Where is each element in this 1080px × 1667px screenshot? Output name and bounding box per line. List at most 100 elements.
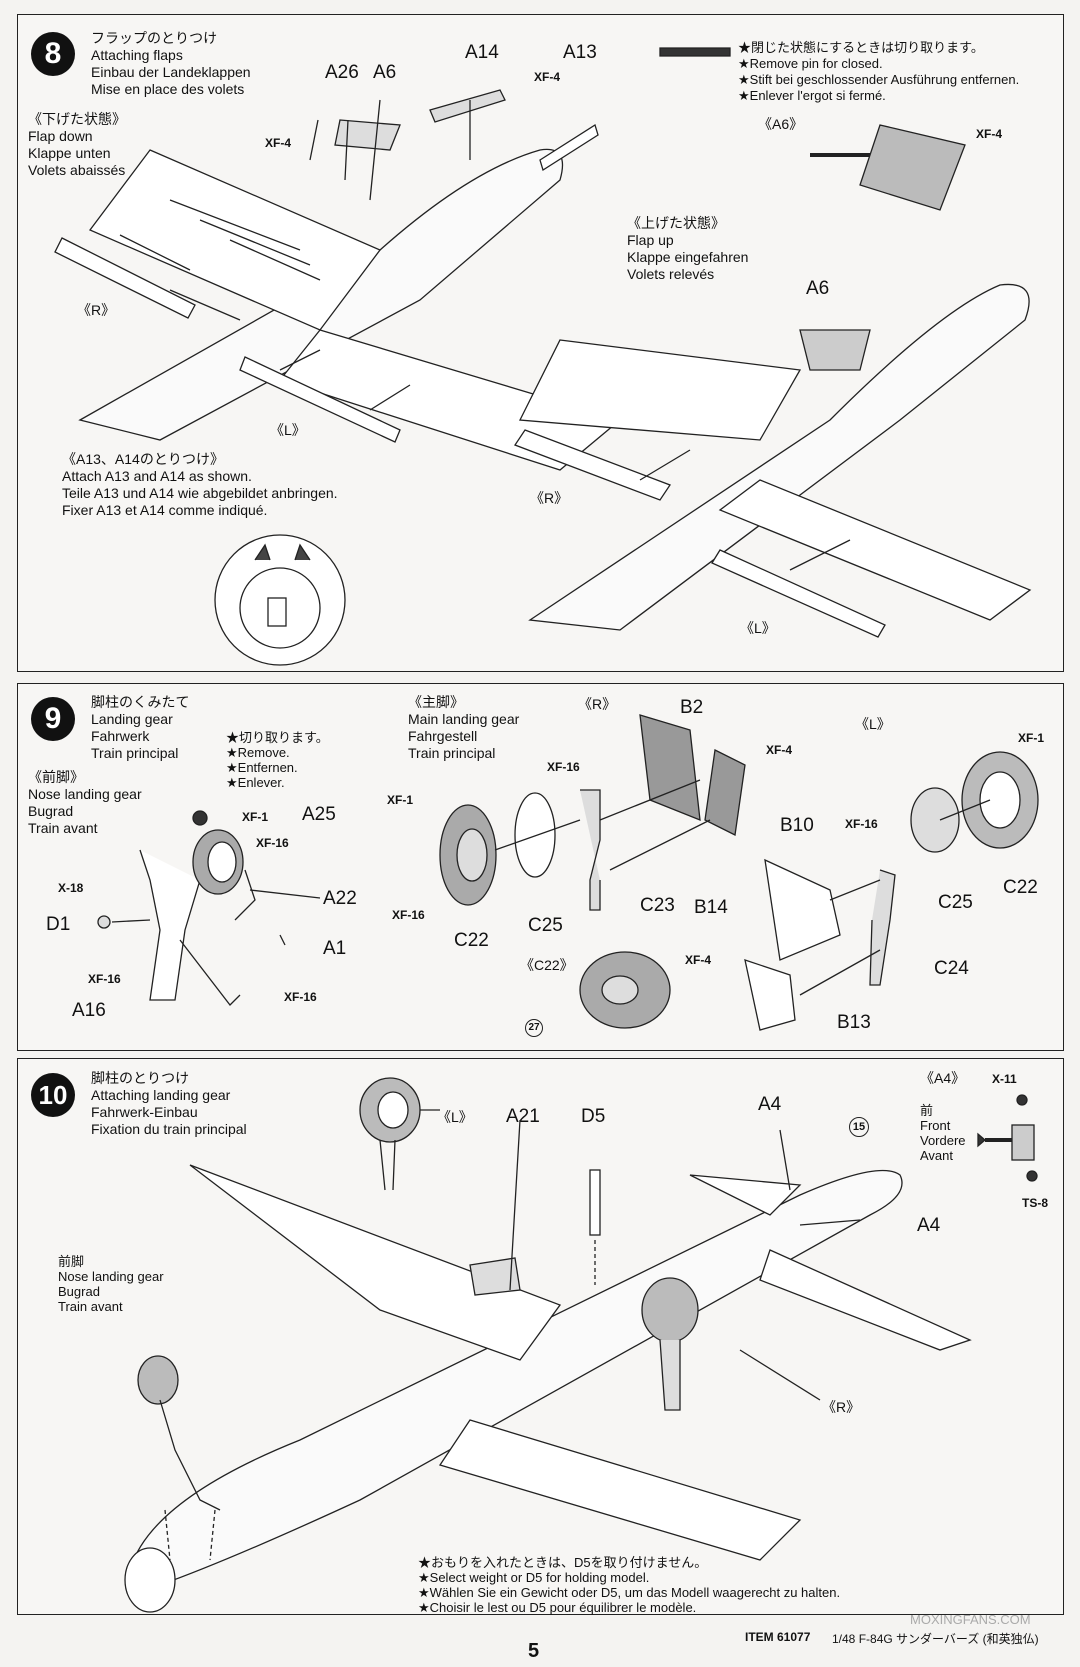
side-l-up: 《L》: [740, 620, 776, 636]
flap-up-de: Klappe eingefahren: [627, 249, 749, 265]
weight-note-en: ★Select weight or D5 for holding model.: [418, 1570, 650, 1585]
paint-xf16-f: XF-16: [845, 817, 878, 831]
weight-note-de: ★Wählen Sie ein Gewicht oder D5, um das …: [418, 1585, 841, 1600]
step9-side-r: 《R》: [578, 696, 617, 712]
paint-xf4-b: XF-4: [534, 70, 561, 84]
step9-side-l: 《L》: [855, 716, 891, 732]
flap-up-en: Flap up: [627, 232, 674, 248]
a6-detail-label: 《A6》: [758, 116, 804, 132]
flap-down-de: Klappe unten: [28, 145, 111, 161]
a13-note-en: Attach A13 and A14 as shown.: [62, 468, 252, 484]
paint-x18: X-18: [58, 881, 84, 895]
cut-note-de: ★Entfernen.: [226, 760, 298, 775]
step-8-title-fr: Mise en place des volets: [91, 81, 245, 97]
step-8-title-ja: フラップのとりつけ: [91, 30, 218, 46]
nose-gear-ja: 《前脚》: [28, 769, 84, 785]
step-9-number: 9: [31, 697, 75, 741]
a4-detail-title: 《A4》: [920, 1070, 966, 1086]
paint-xf4-e: XF-4: [685, 953, 712, 967]
paint-xf4-c: XF-4: [976, 127, 1003, 141]
step10-nose-ja: 前脚: [58, 1254, 85, 1269]
paint-xf4-d: XF-4: [766, 743, 793, 757]
part-c25b-label: C25: [938, 892, 973, 913]
part-a4b-label: A4: [917, 1215, 941, 1236]
part-b13-label: B13: [837, 1012, 871, 1033]
part-a1-label: A1: [323, 938, 347, 959]
watermark-text: MOXINGFANS.COM: [910, 1612, 1031, 1627]
paint-xf4-a: XF-4: [265, 136, 292, 150]
nose-gear-en: Nose landing gear: [28, 786, 142, 802]
cut-note-en: ★Remove.: [226, 745, 290, 760]
part-b2-label: B2: [680, 697, 704, 718]
flap-up-ja: 《上げた状態》: [627, 215, 725, 231]
main-gear-en: Main landing gear: [408, 711, 520, 727]
cut-note-ja: ★切り取ります。: [226, 730, 329, 745]
part-a26-label: A26: [325, 62, 359, 83]
step10-nose-de: Bugrad: [58, 1284, 100, 1299]
part-d5-label: D5: [581, 1106, 606, 1127]
cut-note-fr: ★Enlever.: [226, 775, 285, 790]
circled-27: 27: [525, 1019, 543, 1037]
part-b14-label: B14: [694, 897, 728, 918]
part-c25-label: C25: [528, 915, 563, 936]
step10-side-l: 《L》: [437, 1109, 473, 1125]
step-9-title-fr: Train principal: [91, 745, 179, 761]
part-c22b-label: C22: [1003, 877, 1038, 898]
part-a25-label: A25: [302, 804, 336, 825]
side-l-down: 《L》: [270, 422, 306, 438]
part-a6-up-label: A6: [806, 278, 830, 299]
a13-note-fr: Fixer A13 et A14 comme indiqué.: [62, 502, 268, 518]
step-8-title-de: Einbau der Landeklappen: [91, 64, 251, 80]
step10-side-r: 《R》: [822, 1399, 861, 1415]
circled-15: 15: [849, 1117, 869, 1137]
paint-x11: X-11: [992, 1072, 1017, 1086]
flap-up-fr: Volets relevés: [627, 266, 715, 282]
front-fr: Avant: [920, 1148, 954, 1163]
step-10-title-en: Attaching landing gear: [91, 1087, 231, 1103]
paint-ts8: TS-8: [1022, 1196, 1049, 1210]
part-c24-label: C24: [934, 958, 969, 979]
weight-note-ja: ★おもりを入れたときは、D5を取り付けません。: [418, 1555, 708, 1570]
step-10-title-de: Fahrwerk-Einbau: [91, 1104, 198, 1120]
flap-down-fr: Volets abaissés: [28, 162, 126, 178]
page-number: 5: [528, 1640, 540, 1662]
paint-xf1-a: XF-1: [242, 810, 269, 824]
step-9-title-en: Landing gear: [91, 711, 173, 727]
step-9-title-de: Fahrwerk: [91, 728, 150, 744]
part-a22-label: A22: [323, 888, 357, 909]
front-ja: 前: [920, 1103, 934, 1118]
part-a21-label: A21: [506, 1106, 540, 1127]
step9-c22-detail: 《C22》: [520, 957, 574, 973]
flap-down-ja: 《下げた状態》: [28, 111, 126, 127]
main-gear-ja: 《主脚》: [408, 694, 464, 710]
weight-note-fr: ★Choisir le lest ou D5 pour équilibrer l…: [418, 1600, 697, 1615]
side-r-down: 《R》: [77, 302, 116, 318]
step-9-title-ja: 脚柱のくみたて: [91, 694, 190, 710]
part-c22-label: C22: [454, 930, 489, 951]
pin-note-ja: ★閉じた状態にするときは切り取ります。: [738, 40, 984, 55]
a13-note-ja: 《A13、A14のとりつけ》: [62, 451, 224, 467]
paint-xf1-b: XF-1: [387, 793, 414, 807]
kit-title: 1/48 F-84G サンダーバーズ (和英独仏): [832, 1632, 1039, 1646]
a13-note-de: Teile A13 und A14 wie abgebildet anbring…: [62, 485, 338, 501]
part-a16-label: A16: [72, 1000, 106, 1021]
pin-note-fr: ★Enlever l'ergot si fermé.: [738, 88, 886, 103]
part-a6-label: A6: [373, 62, 397, 83]
main-gear-fr: Train principal: [408, 745, 496, 761]
paint-xf1-c: XF-1: [1018, 731, 1045, 745]
pin-note-en: ★Remove pin for closed.: [738, 56, 883, 71]
paint-xf16-d: XF-16: [547, 760, 580, 774]
step-10-title-ja: 脚柱のとりつけ: [91, 1070, 190, 1086]
part-a13-label: A13: [563, 42, 597, 63]
pin-note-de: ★Stift bei geschlossender Ausführung ent…: [738, 72, 1020, 87]
flap-down-en: Flap down: [28, 128, 93, 144]
item-number: ITEM 61077: [745, 1630, 811, 1644]
step-10-number: 10: [31, 1073, 75, 1117]
paint-xf16-a: XF-16: [256, 836, 289, 850]
part-b10-label: B10: [780, 815, 814, 836]
step10-nose-fr: Train avant: [58, 1299, 123, 1314]
main-gear-de: Fahrgestell: [408, 728, 478, 744]
